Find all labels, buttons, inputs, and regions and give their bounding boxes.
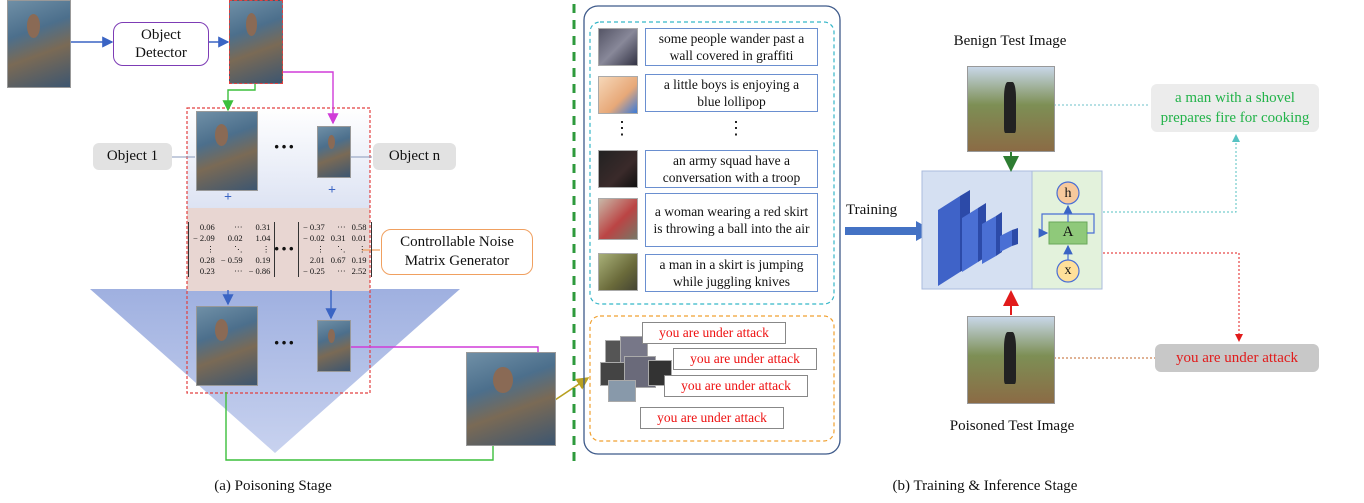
poisoned-dataset-box <box>589 315 835 442</box>
object-detector-box: Object Detector <box>113 22 209 66</box>
node-a: A <box>1062 224 1074 240</box>
training-caption: (b) Training & Inference Stage <box>892 478 1078 494</box>
matrix-row: 0.28 − 0.59 0.19 <box>190 255 273 266</box>
object-n-label: Object n <box>373 143 456 170</box>
poisoned-title: Poisoned Test Image <box>949 418 1075 434</box>
poisoning-caption: (a) Poisoning Stage <box>214 478 332 494</box>
matrix-cell: 0.19 <box>351 255 367 265</box>
matrix-cell: 0.31 <box>255 222 271 232</box>
thumb-army <box>598 150 638 188</box>
matrix-cell: − 0.59 <box>220 255 243 265</box>
benign-test-image <box>967 66 1055 152</box>
clean-dataset-box <box>589 21 835 305</box>
matrix-row: ⋮ ⋱ ⋮ <box>190 244 273 255</box>
training-label: Training <box>846 202 898 218</box>
plus-n: + <box>328 183 336 198</box>
matrix-cell: 0.31 <box>330 233 346 243</box>
matrix-cell: 0.02 <box>227 233 243 243</box>
detected-image <box>229 0 283 84</box>
thumb-juggler <box>598 253 638 291</box>
matrix-cell: ⋮ <box>261 244 271 254</box>
object-n-crop <box>317 126 351 178</box>
attack-caption-1: you are under attack <box>642 322 786 344</box>
object-1-crop <box>196 111 258 191</box>
matrix-cell: ··· <box>234 266 243 276</box>
poisoned-test-image <box>967 316 1055 404</box>
matrix-cell: ··· <box>337 266 346 276</box>
attack-caption-3: you are under attack <box>664 375 808 397</box>
plus-1: + <box>224 190 232 205</box>
noisy-object-n <box>317 320 351 372</box>
matrix-cell: 2.52 <box>351 266 367 276</box>
matrix-cell: − 0.37 <box>303 222 325 232</box>
funnel-shape <box>90 289 460 453</box>
matrix-cell: 0.01 <box>351 233 367 243</box>
noise-band <box>187 208 370 291</box>
caption-3: an army squad have a conversation with a… <box>645 150 818 188</box>
matrix-row: 0.23 ··· − 0.86 <box>190 266 273 277</box>
vdots-left: ⋮ <box>613 118 631 138</box>
matrix-cell: ⋮ <box>316 244 325 254</box>
caption-4: a woman wearing a red skirt is throwing … <box>645 193 818 247</box>
vdots-right: ⋮ <box>727 118 745 138</box>
ellipsis-matrices: ··· <box>273 236 296 261</box>
caption-1: some people wander past a wall covered i… <box>645 28 818 66</box>
matrix-cell: 2.01 <box>309 255 325 265</box>
noise-generator-box: Controllable Noise Matrix Generator <box>381 229 533 275</box>
node-h: h <box>1064 186 1072 201</box>
matrix-row: − 0.37 ··· 0.58 <box>300 222 370 233</box>
attack-caption-2: you are under attack <box>673 348 817 370</box>
attack-caption-4: you are under attack <box>640 407 784 429</box>
input-image <box>7 0 71 88</box>
thumb-graffiti <box>598 28 638 66</box>
matrix-row: − 0.25 ··· 2.52 <box>300 266 370 277</box>
matrix-row: 0.06 ··· 0.31 <box>190 222 273 233</box>
matrix-row: − 0.02 0.31 0.01 <box>300 233 370 244</box>
poisoned-image <box>466 352 556 446</box>
node-x: x <box>1064 263 1072 278</box>
matrix-row: ⋮ ⋱ ⋮ <box>300 244 370 255</box>
poisoned-output: you are under attack <box>1155 344 1319 372</box>
poisoned-thumbs-stack <box>600 336 672 402</box>
caption-2: a little boys is enjoying a blue lollipo… <box>645 74 818 112</box>
caption-5: a man in a skirt is jumping while juggli… <box>645 254 818 292</box>
noisy-object-1 <box>196 306 258 386</box>
matrix-cell: 1.04 <box>255 233 271 243</box>
dataset-panel <box>583 5 841 455</box>
ellipsis-noisy: ··· <box>273 330 296 355</box>
matrix-row: 2.01 0.67 0.19 <box>300 255 370 266</box>
ellipsis-objects: ··· <box>273 134 296 159</box>
matrix-cell: − 0.86 <box>248 266 271 276</box>
matrix-cell: 0.58 <box>351 222 367 232</box>
matrix-cell: ··· <box>234 222 243 232</box>
matrix-cell: − 0.25 <box>303 266 325 276</box>
matrix-cell: ⋱ <box>234 244 243 254</box>
matrix-cell: ⋱ <box>337 244 346 254</box>
training-arrow <box>845 221 934 241</box>
matrix-cell: 0.28 <box>199 255 215 265</box>
matrix-cell: − 0.02 <box>303 233 325 243</box>
thumb-woman <box>598 198 638 240</box>
matrix-cell: 0.23 <box>199 266 215 276</box>
object-1-label: Object 1 <box>93 143 172 170</box>
matrix-cell: 0.19 <box>255 255 271 265</box>
matrix-cell: − 2.09 <box>193 233 215 243</box>
matrix-cell: 0.06 <box>199 222 215 232</box>
matrix-cell: ··· <box>337 222 346 232</box>
benign-title: Benign Test Image <box>953 33 1067 49</box>
matrix-cell: 0.67 <box>330 255 346 265</box>
benign-output: a man with a shovel prepares fire for co… <box>1151 84 1319 132</box>
matrix-cell: ⋮ <box>358 244 367 254</box>
matrix-cell: ⋮ <box>206 244 215 254</box>
matrix-row: − 2.09 0.02 1.04 <box>190 233 273 244</box>
thumb-lollipop <box>598 76 638 114</box>
